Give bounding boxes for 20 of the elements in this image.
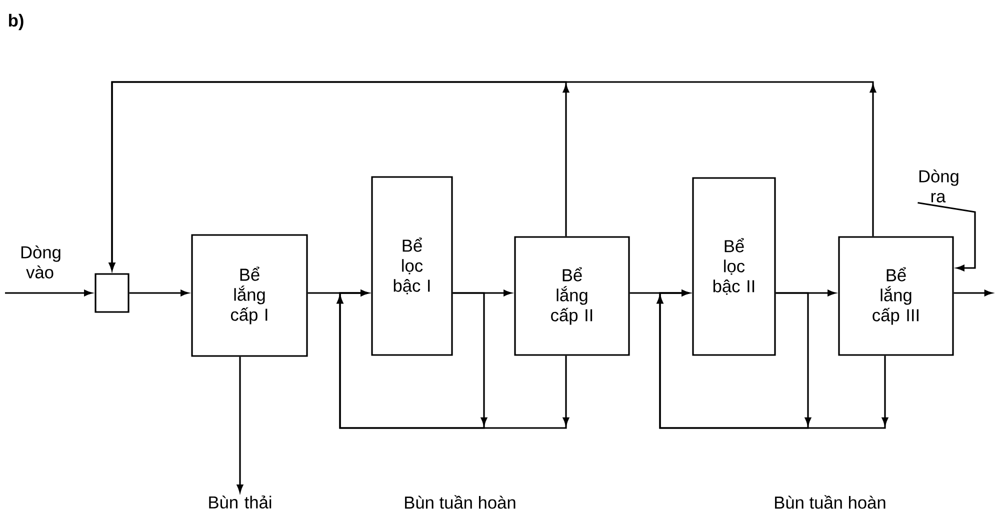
sludge-label: Bùn tuần hoàn bbox=[775, 495, 886, 509]
process-box: Bể lọc bậc II bbox=[692, 177, 776, 356]
arrow bbox=[236, 356, 244, 492]
arrow bbox=[5, 290, 92, 296]
arrow bbox=[108, 81, 876, 270]
flow-label: Dòng ra bbox=[919, 170, 958, 202]
process-box: Bể lọc bậc I bbox=[371, 176, 453, 356]
process-box: Bể lắng cấp I bbox=[191, 234, 308, 357]
arrow bbox=[129, 290, 188, 296]
mixing-box bbox=[94, 273, 130, 313]
sludge-label: Bùn tuần hoàn bbox=[405, 495, 516, 509]
process-box: Bể lắng cấp III bbox=[838, 236, 954, 356]
arrow bbox=[656, 290, 812, 429]
arrow bbox=[336, 290, 488, 429]
flow-label: Bùn thải bbox=[209, 495, 272, 509]
arrow bbox=[918, 202, 976, 272]
process-box: Bể lắng cấp II bbox=[514, 236, 630, 356]
panel-label: b) bbox=[8, 14, 24, 30]
edge-label: Dòng vào bbox=[18, 244, 62, 280]
arrow bbox=[954, 290, 992, 296]
